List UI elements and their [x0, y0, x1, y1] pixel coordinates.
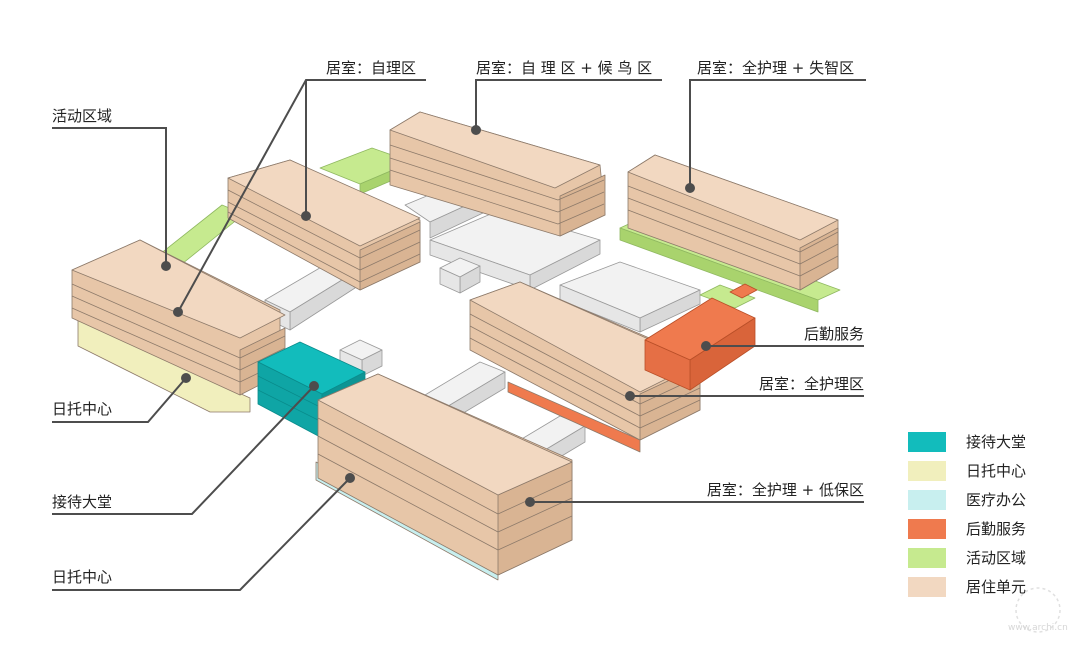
legend-swatch-reception [908, 432, 946, 452]
legend-label-activity: 活动区域 [966, 549, 1026, 567]
callout-activity-area: 活动区域 [52, 107, 112, 125]
callout-self-care-migrant: 居室：自 理 区 + 候 鸟 区 [476, 59, 652, 77]
legend-label-logistics: 后勤服务 [966, 520, 1026, 538]
leader-daycare-1 [52, 377, 187, 423]
callout-full-care-dementia: 居室：全护理 + 失智区 [697, 59, 854, 77]
leader-self-care-migrant [475, 79, 662, 130]
legend-label-daycare: 日托中心 [966, 462, 1026, 480]
callout-full-care: 居室：全护理区 [759, 375, 864, 393]
watermark: www.archi.cn [1008, 587, 1068, 633]
block-logistics [644, 283, 758, 391]
watermark-logo [1015, 587, 1061, 633]
callout-full-care-low-income: 居室：全护理 + 低保区 [707, 481, 864, 499]
legend-label-residential: 居住单元 [966, 578, 1026, 596]
leader-reception [52, 385, 315, 515]
watermark-text: www.archi.cn [1008, 623, 1068, 633]
callout-daycare-1: 日托中心 [52, 400, 112, 418]
callout-reception-lobby: 接待大堂 [52, 493, 112, 511]
callout-daycare-2: 日托中心 [52, 568, 112, 586]
block-west [71, 239, 286, 413]
legend-swatch-medical [908, 490, 946, 510]
block-self-care [227, 159, 421, 291]
leader-activity [52, 127, 167, 266]
block-full-care-dementia [627, 154, 839, 291]
callout-logistics: 后勤服务 [804, 325, 864, 343]
leader-lines [52, 79, 866, 591]
legend: 接待大堂 日托中心 医疗办公 后勤服务 活动区域 居住单元 [908, 432, 1026, 597]
leader-full-care-dementia [689, 79, 866, 188]
legend-swatch-activity [908, 548, 946, 568]
callout-self-care: 居室：自理区 [326, 59, 416, 77]
leader-dots [161, 125, 711, 507]
logistics-base [507, 381, 641, 453]
legend-label-medical: 医疗办公 [966, 491, 1026, 509]
block-self-care-migrant [389, 111, 606, 237]
legend-label-reception: 接待大堂 [966, 433, 1026, 451]
legend-swatch-daycare [908, 461, 946, 481]
block-full-care-low-income [315, 373, 573, 581]
callout-labels: 居室：自理区 居室：自 理 区 + 候 鸟 区 居室：全护理 + 失智区 活动区… [52, 59, 864, 586]
leader-daycare-2 [52, 477, 351, 591]
legend-swatch-residential [908, 577, 946, 597]
legend-swatch-logistics [908, 519, 946, 539]
